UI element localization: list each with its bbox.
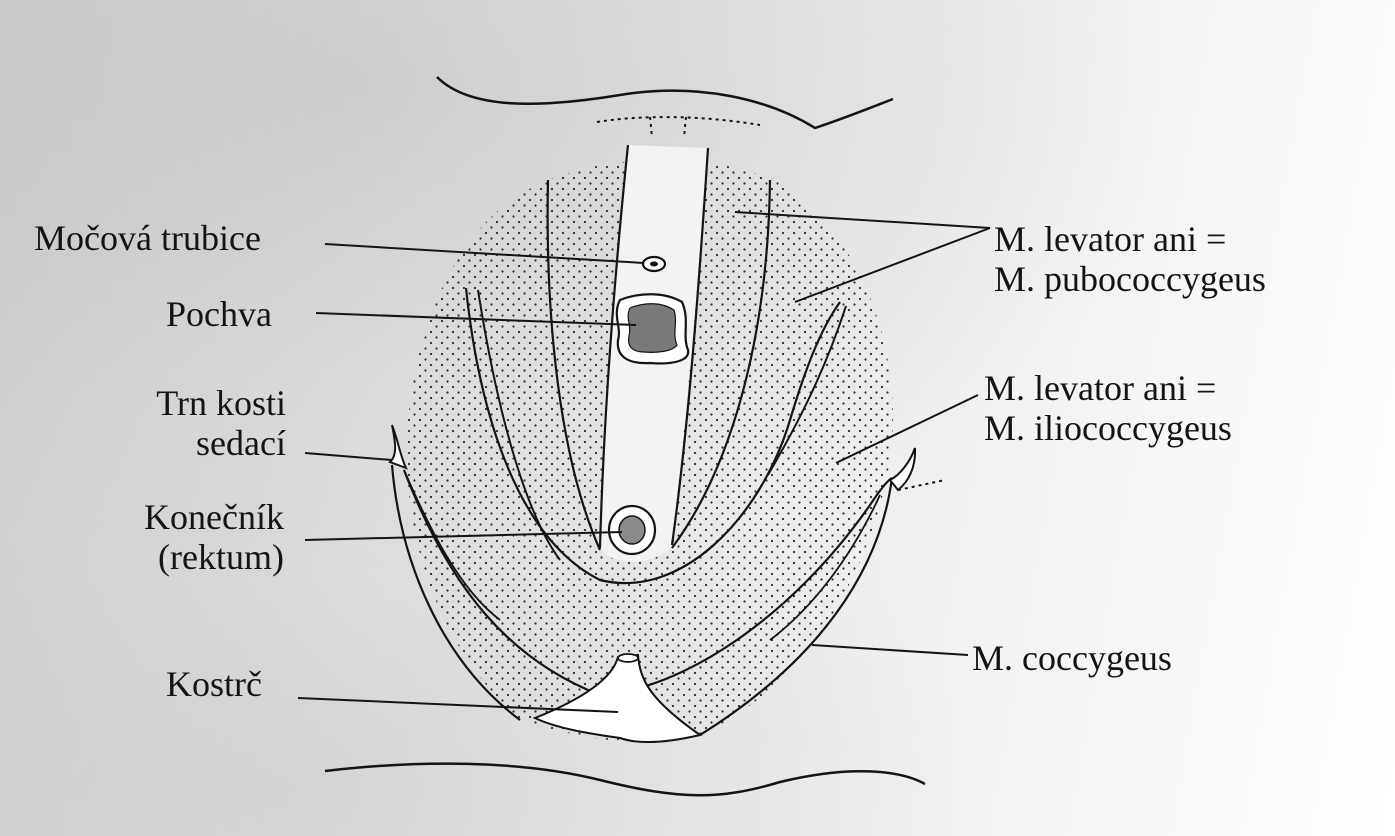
label-iliococcygeus-line2: M. iliococcygeus xyxy=(984,408,1232,448)
label-ischial-spine-line1: Trn kosti xyxy=(120,383,286,423)
vagina-lumen xyxy=(628,304,677,353)
pubic-dotted-stem-right xyxy=(684,117,686,137)
label-rectum: Konečník (rektum) xyxy=(110,497,284,577)
label-iliococcygeus: M. levator ani = M. iliococcygeus xyxy=(984,368,1232,448)
label-coccygeus: M. coccygeus xyxy=(972,638,1172,678)
top-body-contour xyxy=(437,77,893,128)
label-ischial-spine: Trn kosti sedací xyxy=(120,383,286,463)
label-pubococcygeus-line1: M. levator ani = xyxy=(994,219,1266,259)
label-pubococcygeus: M. levator ani = M. pubococcygeus xyxy=(994,219,1266,299)
label-urethra: Močová trubice xyxy=(34,218,261,258)
label-coccyx: Kostrč xyxy=(166,664,262,704)
pubic-dotted-line xyxy=(597,117,760,125)
bottom-body-contour xyxy=(325,764,925,796)
rectum-lumen xyxy=(619,516,645,544)
leader-ischial-spine xyxy=(305,453,392,460)
ischial-spine-right xyxy=(890,448,915,490)
urethra-lumen xyxy=(650,262,658,267)
ischial-spine-left xyxy=(390,425,406,468)
label-rectum-line2: (rektum) xyxy=(110,537,284,577)
coccyx-tip xyxy=(618,654,638,662)
label-vagina: Pochva xyxy=(166,294,272,334)
pubic-dotted-stem-left xyxy=(650,117,652,137)
label-iliococcygeus-line1: M. levator ani = xyxy=(984,368,1232,408)
label-ischial-spine-line2: sedací xyxy=(120,423,286,463)
leader-coccygeus xyxy=(812,645,968,655)
label-pubococcygeus-line2: M. pubococcygeus xyxy=(994,259,1266,299)
label-rectum-line1: Konečník xyxy=(110,497,284,537)
